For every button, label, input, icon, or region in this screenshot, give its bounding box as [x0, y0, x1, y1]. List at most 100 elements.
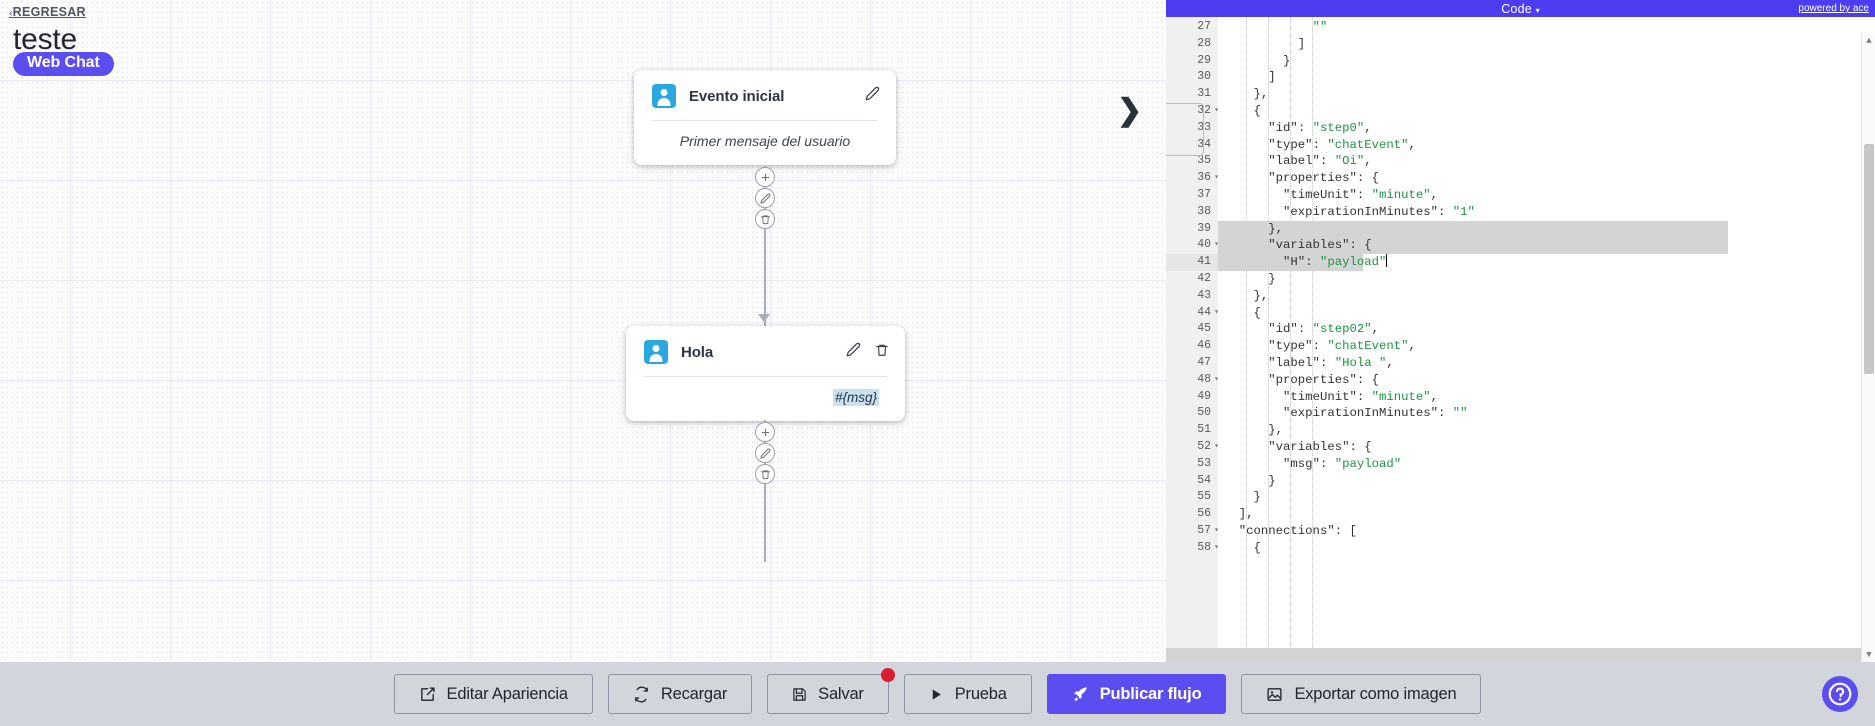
code-line-54[interactable]: }: [1224, 473, 1276, 488]
code-fold-region-box[interactable]: [1166, 103, 1204, 156]
code-line-40[interactable]: "variables": {: [1218, 237, 1875, 254]
add-step-button-1[interactable]: [755, 167, 775, 187]
gutter-line-51[interactable]: 51: [1197, 423, 1211, 437]
code-line-45[interactable]: "id": "step02",: [1268, 322, 1380, 337]
code-line-55[interactable]: }: [1224, 490, 1261, 505]
fold-toggle-icon[interactable]: ▾: [1214, 173, 1219, 183]
pencil-icon[interactable]: [846, 342, 861, 362]
code-line-32[interactable]: {: [1224, 103, 1261, 118]
code-line-38[interactable]: "expirationInMinutes": "1": [1283, 204, 1475, 219]
fold-toggle-icon[interactable]: ▾: [1214, 374, 1219, 384]
gutter-line-54[interactable]: 54: [1197, 473, 1211, 487]
gutter-line-45[interactable]: 45: [1197, 322, 1211, 336]
gutter-line-48[interactable]: 48▾: [1166, 372, 1219, 389]
gutter-line-38[interactable]: 38: [1197, 204, 1211, 218]
scroll-up-arrow-icon[interactable]: ▲: [1866, 36, 1872, 46]
gutter-line-28[interactable]: 28: [1197, 36, 1211, 50]
gutter-line-37[interactable]: 37: [1197, 187, 1211, 201]
code-line-29[interactable]: }: [1224, 53, 1291, 68]
code-line-58[interactable]: {: [1224, 540, 1261, 555]
gutter-line-32[interactable]: 32▾: [1166, 103, 1219, 120]
code-line-44[interactable]: {: [1224, 305, 1261, 320]
gutter-line-52[interactable]: 52▾: [1166, 439, 1219, 456]
scroll-down-arrow-icon[interactable]: ▼: [1866, 650, 1872, 660]
pencil-icon[interactable]: [865, 86, 880, 106]
code-line-49[interactable]: "timeUnit": "minute",: [1283, 389, 1439, 404]
code-line-39[interactable]: },: [1218, 220, 1875, 238]
code-line-41[interactable]: "H": "payload": [1218, 254, 1875, 271]
gutter-line-30[interactable]: 30: [1197, 70, 1211, 84]
publish-flow-button[interactable]: Publicar flujo: [1046, 674, 1227, 714]
test-button[interactable]: Prueba: [903, 674, 1032, 714]
gutter-line-34[interactable]: 34: [1197, 137, 1211, 151]
fold-toggle-icon[interactable]: ▾: [1214, 307, 1219, 317]
code-line-56[interactable]: ],: [1224, 507, 1254, 522]
gutter-line-40[interactable]: 40▾: [1166, 237, 1219, 254]
gutter-line-42[interactable]: 42: [1197, 271, 1211, 285]
fold-toggle-icon[interactable]: ▾: [1214, 240, 1219, 250]
editor-code-area[interactable]: "" ] } ] }, { "id": "step0", "type": "ch…: [1218, 17, 1875, 662]
edit-step-button-1[interactable]: [755, 188, 775, 208]
gutter-line-44[interactable]: 44▾: [1166, 305, 1219, 322]
gutter-line-55[interactable]: 55: [1197, 490, 1211, 504]
code-line-34[interactable]: "type": "chatEvent",: [1268, 137, 1416, 152]
help-button[interactable]: [1822, 676, 1858, 712]
gutter-line-47[interactable]: 47: [1197, 355, 1211, 369]
code-line-47[interactable]: "label": "Hola ",: [1268, 355, 1394, 370]
gutter-line-39[interactable]: 39: [1197, 221, 1211, 235]
back-link[interactable]: ‹REGRESAR: [9, 5, 86, 19]
code-line-46[interactable]: "type": "chatEvent",: [1268, 339, 1416, 354]
scrollbar-thumb[interactable]: [1864, 144, 1874, 374]
code-line-27[interactable]: "": [1312, 20, 1328, 34]
code-line-30[interactable]: ]: [1224, 70, 1276, 85]
delete-step-button-2[interactable]: [755, 464, 775, 484]
code-line-37[interactable]: "timeUnit": "minute",: [1283, 187, 1439, 202]
code-fold-chevron-icon[interactable]: ❯: [1117, 94, 1143, 127]
code-mode-selector[interactable]: Code ▾: [1166, 2, 1875, 16]
powered-by-ace-link[interactable]: powered by ace: [1798, 3, 1869, 14]
node-hola[interactable]: Hola #{msg}: [626, 326, 905, 421]
gutter-line-53[interactable]: 53: [1197, 456, 1211, 470]
gutter-line-27[interactable]: 27: [1197, 20, 1211, 33]
code-line-33[interactable]: "id": "step0",: [1268, 120, 1372, 135]
gutter-line-50[interactable]: 50: [1197, 406, 1211, 420]
fold-toggle-icon[interactable]: ▾: [1214, 542, 1219, 552]
reload-button[interactable]: Recargar: [607, 674, 753, 714]
gutter-line-46[interactable]: 46: [1197, 339, 1211, 353]
fold-toggle-icon[interactable]: ▾: [1214, 105, 1219, 115]
save-button[interactable]: Salvar: [767, 668, 895, 714]
code-line-36[interactable]: "properties": {: [1268, 171, 1379, 186]
gutter-line-36[interactable]: 36▾: [1166, 170, 1219, 187]
gutter-line-41[interactable]: 41: [1166, 254, 1218, 271]
code-line-35[interactable]: "label": "Oi",: [1268, 154, 1372, 169]
code-line-28[interactable]: ]: [1224, 36, 1306, 51]
trash-icon[interactable]: [875, 343, 889, 362]
gutter-line-29[interactable]: 29: [1197, 53, 1211, 67]
code-line-48[interactable]: "properties": {: [1268, 372, 1379, 387]
code-line-43[interactable]: },: [1224, 288, 1269, 303]
code-line-52[interactable]: "variables": {: [1268, 439, 1372, 454]
code-editor-panel[interactable]: Code ▾ powered by ace 27 28 29 30 31 32▾33 34 3…: [1166, 0, 1875, 662]
code-line-53[interactable]: "msg": "payload": [1283, 456, 1402, 471]
fold-toggle-icon[interactable]: ▾: [1214, 525, 1219, 535]
gutter-line-31[interactable]: 31: [1197, 87, 1211, 101]
gutter-line-33[interactable]: 33: [1197, 120, 1211, 134]
edit-appearance-button[interactable]: Editar Apariencia: [393, 674, 593, 714]
gutter-line-49[interactable]: 49: [1197, 389, 1211, 403]
editor-vertical-scrollbar[interactable]: ▲ ▼: [1861, 34, 1875, 662]
gutter-line-35[interactable]: 35: [1197, 154, 1211, 168]
gutter-line-57[interactable]: 57▾: [1166, 523, 1219, 540]
node-evento-inicial[interactable]: Evento inicial Primer mensaje del usuari…: [634, 70, 896, 165]
fold-toggle-icon[interactable]: ▾: [1214, 441, 1219, 451]
edit-step-button-2[interactable]: [755, 443, 775, 463]
code-line-50[interactable]: "expirationInMinutes": "": [1283, 406, 1468, 421]
code-line-31[interactable]: },: [1224, 87, 1269, 102]
add-step-button-2[interactable]: [755, 422, 775, 442]
gutter-line-58[interactable]: 58▾: [1166, 540, 1219, 557]
flow-canvas[interactable]: ‹REGRESAR teste Web Chat Evento inicial …: [0, 0, 1166, 662]
code-line-42[interactable]: }: [1224, 271, 1276, 286]
code-line-57[interactable]: "connections": [: [1238, 523, 1357, 538]
gutter-line-56[interactable]: 56: [1197, 507, 1211, 521]
